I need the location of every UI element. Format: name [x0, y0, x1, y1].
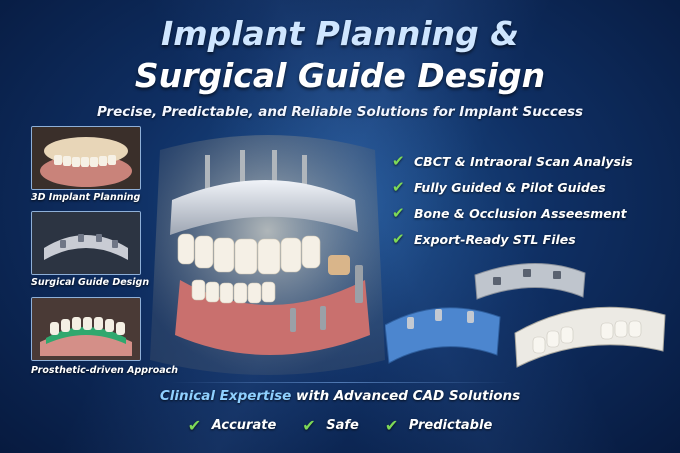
thumbnail-label: Prosthetic-driven Approach — [31, 365, 179, 376]
thumbnail-label: 3D Implant Planning — [31, 192, 141, 203]
check-icon: ✔ — [392, 152, 405, 170]
check-icon: ✔ — [384, 416, 399, 435]
check-icon: ✔ — [392, 178, 405, 196]
feature-item: ✔ Bone & Occlusion Asseesment — [392, 204, 627, 222]
jaw-scan-icon — [32, 127, 140, 189]
check-icon: ✔ — [392, 204, 405, 222]
thumbnail-label: Surgical Guide Design — [31, 277, 150, 288]
feature-list: ✔ CBCT & Intraoral Scan Analysis ✔ Fully… — [392, 148, 633, 252]
check-icon: ✔ — [302, 416, 316, 435]
thumbnail-3d-planning — [31, 126, 141, 190]
prosthesis-icon — [32, 298, 140, 360]
check-icon: ✔ — [187, 416, 202, 435]
tagline: Clinical Expertise with Advanced CAD Sol… — [159, 388, 521, 404]
thumbnail-guide-design — [31, 211, 141, 275]
badge-predictable: ✔ Predictable — [384, 416, 493, 435]
surgical-guides-illustration — [385, 262, 666, 368]
badge-row: ✔ Accurate ✔ Safe ✔ Predictable — [0, 416, 680, 435]
feature-item: ✔ Export-Ready STL Files — [392, 230, 576, 248]
title-line-2: Surgical Guide Design — [134, 56, 546, 95]
surgical-guide-icon — [32, 212, 140, 274]
divider — [170, 382, 510, 383]
title-line-1: Implant Planning & — [160, 14, 520, 53]
feature-item: ✔ Fully Guided & Pilot Guides — [392, 178, 606, 196]
subtitle: Precise, Predictable, and Reliable Solut… — [96, 104, 584, 120]
check-icon: ✔ — [392, 230, 405, 248]
badge-safe: ✔ Safe — [302, 416, 359, 435]
thumbnail-prosthetic — [31, 297, 141, 361]
feature-item: ✔ CBCT & Intraoral Scan Analysis — [392, 152, 633, 170]
jaw-implant-illustration — [150, 135, 385, 375]
badge-accurate: ✔ Accurate — [187, 416, 277, 435]
